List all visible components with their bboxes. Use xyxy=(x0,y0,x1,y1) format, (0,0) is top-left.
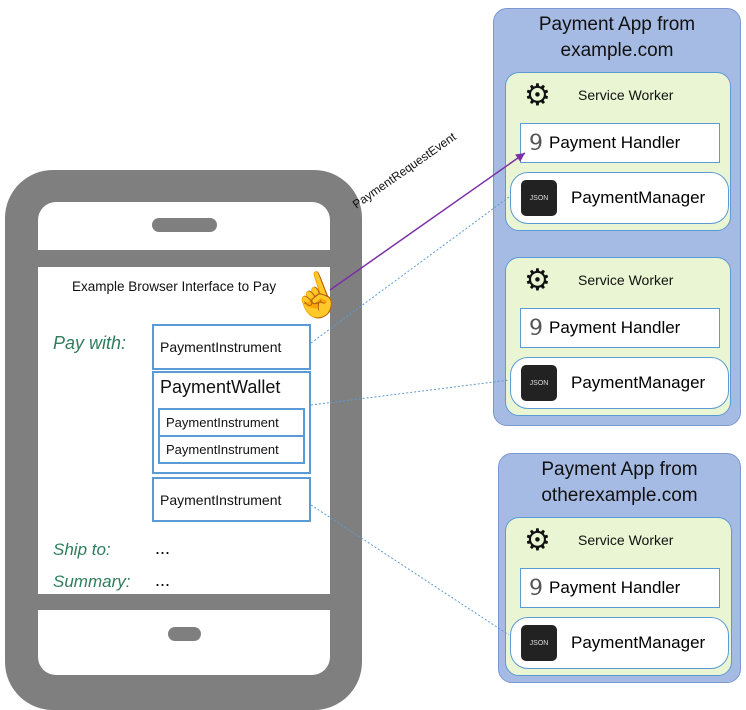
speaker xyxy=(152,218,217,232)
summary-value: ... xyxy=(155,570,171,590)
service-worker: ⚙ Service Worker 𝟫 Payment Handler JSON Pa… xyxy=(505,517,732,676)
app-title: Payment App from xyxy=(538,14,696,35)
wallet-label: PaymentWallet xyxy=(160,377,281,397)
payment-app-otherexample: Payment App from otherexample.com ⚙ Serv… xyxy=(498,453,741,683)
service-worker-label: Service Worker xyxy=(578,532,674,548)
gear-icon: ⚙ xyxy=(524,264,551,297)
ear-icon: 𝟫 xyxy=(529,575,543,600)
handler-label: Payment Handler xyxy=(549,578,681,597)
service-worker-label: Service Worker xyxy=(578,272,674,288)
payment-handler[interactable]: 𝟫 Payment Handler xyxy=(520,308,720,348)
json-icon: JSON xyxy=(521,365,557,401)
payment-instrument[interactable]: PaymentInstrument xyxy=(152,324,311,370)
app-origin: example.com xyxy=(560,40,674,61)
ear-icon: 𝟫 xyxy=(529,130,543,155)
wallet-instrument[interactable]: PaymentInstrument xyxy=(158,435,305,464)
payment-app-example: Payment App from example.com ⚙ Service W… xyxy=(493,8,741,426)
summary-label: Summary: xyxy=(53,572,131,591)
pay-with-label: Pay with: xyxy=(53,333,127,353)
ship-to-value: ... xyxy=(155,538,171,558)
browser-header: Example Browser Interface to Pay xyxy=(72,279,277,294)
connector-line xyxy=(310,504,510,636)
gear-icon: ⚙ xyxy=(524,79,551,112)
json-icon: JSON xyxy=(521,180,557,216)
json-icon: JSON xyxy=(521,625,557,661)
handler-label: Payment Handler xyxy=(549,318,681,337)
connectors xyxy=(310,152,526,636)
app-origin: otherexample.com xyxy=(541,485,698,506)
connector-line xyxy=(310,379,510,406)
service-worker: ⚙ Service Worker 𝟫 Payment Handler JSON Pa… xyxy=(505,257,731,416)
connector-line xyxy=(310,196,510,344)
phone-bottom-bezel xyxy=(38,610,330,675)
payment-request-event-arrow xyxy=(329,152,526,291)
gear-icon: ⚙ xyxy=(524,524,551,557)
home-button[interactable] xyxy=(168,627,201,641)
ear-icon: 𝟫 xyxy=(529,315,543,340)
ship-to-label: Ship to: xyxy=(53,540,111,559)
manager-label: PaymentManager xyxy=(571,373,706,392)
service-worker: ⚙ Service Worker 𝟫 Payment Handler JSON Pa… xyxy=(505,72,731,231)
wallet-instrument[interactable]: PaymentInstrument xyxy=(158,408,305,437)
payment-handler[interactable]: 𝟫 Payment Handler xyxy=(520,568,720,608)
payment-instrument[interactable]: PaymentInstrument xyxy=(152,477,311,522)
service-worker-label: Service Worker xyxy=(578,87,674,103)
payment-manager[interactable]: JSON PaymentManager xyxy=(510,617,729,669)
payment-manager[interactable]: JSON PaymentManager xyxy=(510,357,729,409)
app-title: Payment App from xyxy=(541,459,698,480)
manager-label: PaymentManager xyxy=(571,633,706,652)
manager-label: PaymentManager xyxy=(571,188,706,207)
handler-label: Payment Handler xyxy=(549,133,681,152)
payment-handler[interactable]: 𝟫 Payment Handler xyxy=(520,123,720,163)
payment-manager[interactable]: JSON PaymentManager xyxy=(510,172,729,224)
